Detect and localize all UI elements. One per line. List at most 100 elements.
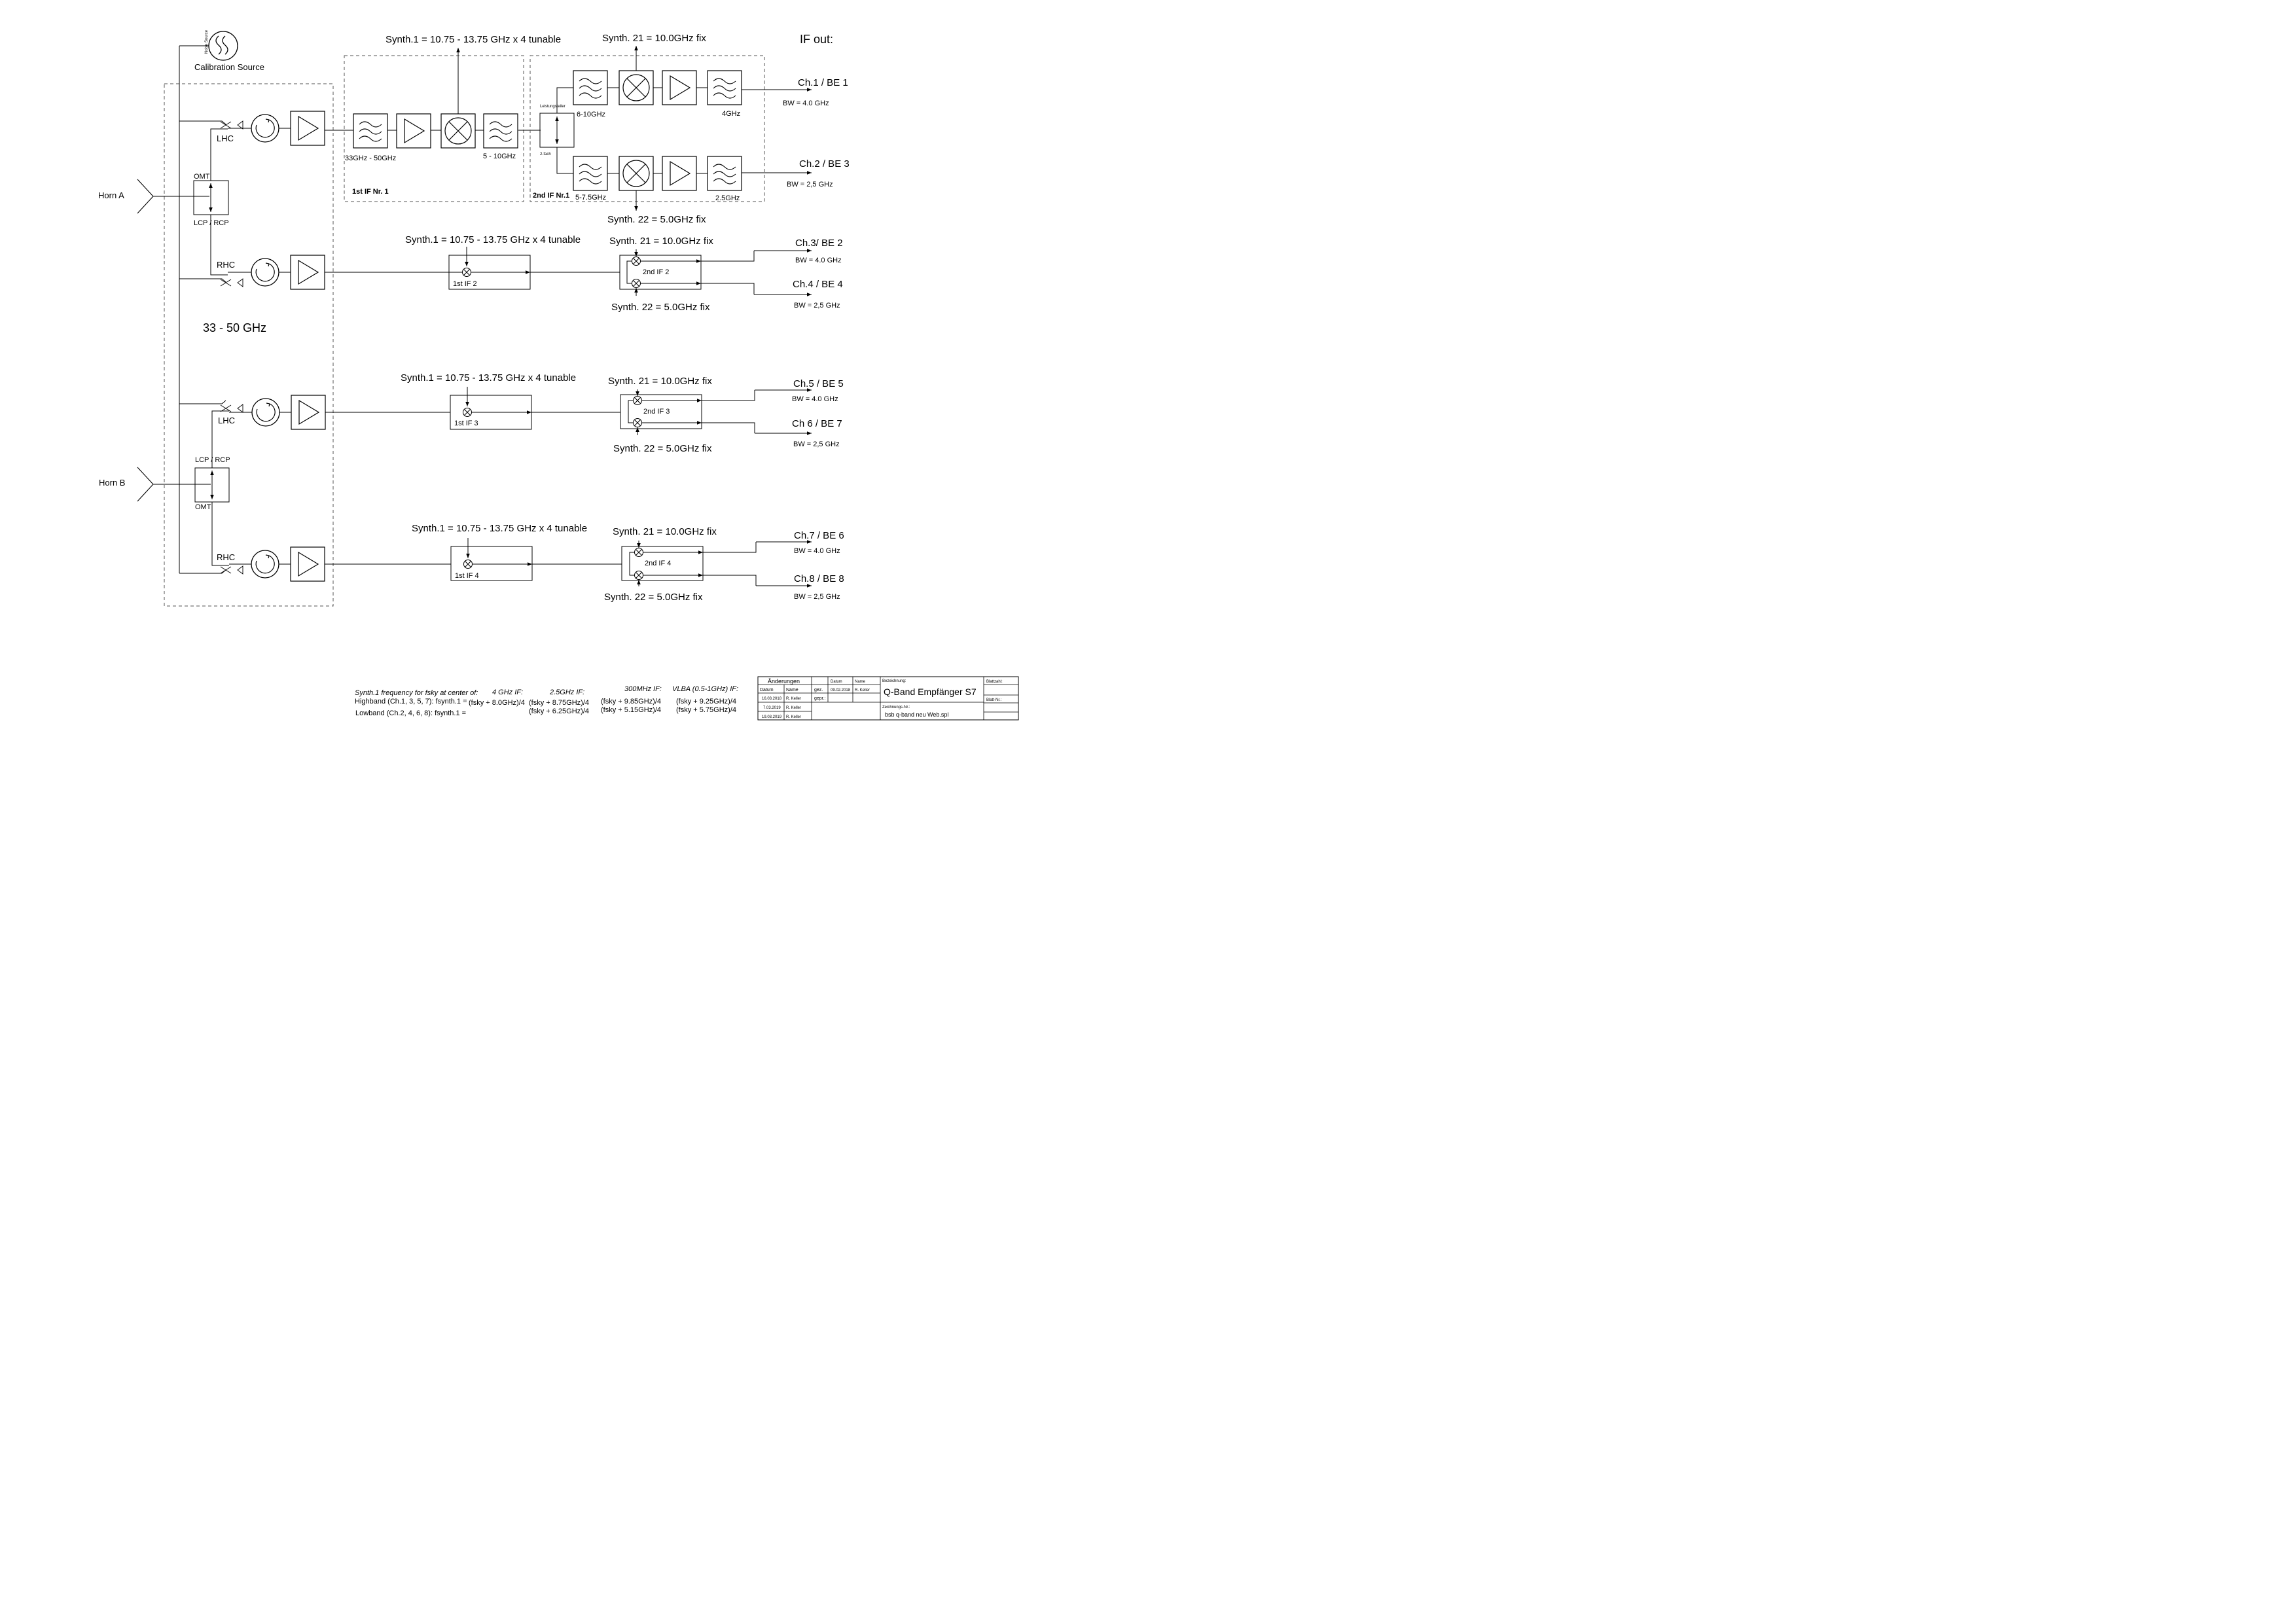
channel-bw: BW = 2,5 GHz <box>793 440 840 448</box>
lcp-rcp-b-label: LCP / RCP <box>195 456 230 464</box>
aenderungen-label: Änderungen <box>768 678 800 685</box>
zweifach-label: 2-fach <box>540 152 551 156</box>
first-if-3-mixer <box>463 408 472 417</box>
datum-header: Datum <box>831 680 842 684</box>
channel-name: Ch.1 / BE 1 <box>798 77 848 88</box>
formula-lowband-label: Lowband (Ch.2, 4, 6, 8): fsynth.1 = <box>355 709 466 717</box>
channel-name: Ch.2 / BE 3 <box>799 158 850 169</box>
channel-bw: BW = 2,5 GHz <box>794 593 840 601</box>
formula-high-vlba: (fsky + 9.25GHz)/4 <box>676 698 736 705</box>
second-mixer-1a <box>619 70 654 105</box>
filter-25 <box>707 156 742 191</box>
horn-b-icon <box>137 467 211 502</box>
synth1-label-2: Synth.1 = 10.75 - 13.75 GHz x 4 tunable <box>405 234 581 245</box>
lna-1 <box>290 111 325 146</box>
datum-col-label: Datum <box>760 688 774 692</box>
revision-date: 7.03.2019 <box>763 706 781 710</box>
formula-col-vlba: VLBA (0.5-1GHz) IF: <box>672 685 738 693</box>
first-if-3-label: 1st IF 3 <box>454 419 478 427</box>
gez-name: R. Keller <box>855 688 870 692</box>
filter-6-10 <box>573 70 608 105</box>
synth1-label-3: Synth.1 = 10.75 - 13.75 GHz x 4 tunable <box>401 372 576 383</box>
rf-filter-label: 33GHz - 50GHz <box>345 154 396 162</box>
filter-25-label: 2.5GHz <box>715 194 740 202</box>
revision-name: R. Keller <box>786 715 801 719</box>
rf-filter <box>353 113 388 149</box>
if1-filter-label: 5 - 10GHz <box>483 152 516 160</box>
lhc-b-label: LHC <box>218 416 235 425</box>
coupler-1 <box>220 120 243 130</box>
formula-col-25ghz: 2.5GHz IF: <box>549 688 584 696</box>
rf-amplifier <box>396 113 431 149</box>
front-end: 33 - 50 GHz Noise Source Calibration Sou… <box>98 29 334 607</box>
horn-a-icon <box>137 179 209 214</box>
first-if-4-mixer <box>463 560 473 569</box>
calibration-source-label: Calibration Source <box>194 62 264 72</box>
synth-formula-notes: Synth.1 frequency for fsky at center of:… <box>355 685 738 717</box>
synth1-label-4: Synth.1 = 10.75 - 13.75 GHz x 4 tunable <box>412 523 587 534</box>
chain-4: Synth.1 = 10.75 - 13.75 GHz x 4 tunable … <box>325 523 812 603</box>
channel-outputs: Ch.1 / BE 1 BW = 4.0 GHz Ch.2 / BE 3 BW … <box>783 77 850 601</box>
channel-name: Ch.5 / BE 5 <box>793 378 844 389</box>
channel-bw: BW = 4.0 GHz <box>794 547 840 555</box>
synth22-label-4: Synth. 22 = 5.0GHz fix <box>604 592 703 603</box>
frontend-dashed-box <box>164 83 334 607</box>
first-mixer-1 <box>440 113 476 149</box>
circulator-3 <box>251 398 280 427</box>
formula-high-4: (fsky + 8.0GHz)/4 <box>469 699 525 707</box>
zeichnungs-nr-label: Zeichnungs-Nr.: <box>882 705 910 709</box>
second-if-4-mixer-b <box>634 571 643 580</box>
if-amplifier-1a <box>662 70 697 105</box>
coupler-4 <box>220 565 243 575</box>
second-if-4-mixer-a <box>634 548 643 557</box>
name-header: Name <box>855 680 866 684</box>
blattzahl-label: Blattzahl: <box>986 680 1003 684</box>
gez-date: 09.02.2018 <box>831 688 851 692</box>
gez-label: gez. <box>814 688 823 692</box>
noise-source-icon: Noise Source <box>205 29 238 61</box>
channel-name: Ch 6 / BE 7 <box>792 418 842 429</box>
formula-low-25: (fsky + 6.25GHz)/4 <box>529 707 589 715</box>
synth21-label-3: Synth. 21 = 10.0GHz fix <box>608 376 712 387</box>
second-if-3-mixer-b <box>633 418 642 427</box>
synth1-label-1: Synth.1 = 10.75 - 13.75 GHz x 4 tunable <box>386 34 561 45</box>
formula-header: Synth.1 frequency for fsky at center of: <box>355 689 478 697</box>
synth22-label-1: Synth. 22 = 5.0GHz fix <box>607 214 706 225</box>
if1-filter <box>483 113 518 149</box>
formula-highband-label: Highband (Ch.1, 3, 5, 7): fsynth.1 = <box>355 698 467 705</box>
synth22-label-3: Synth. 22 = 5.0GHz fix <box>613 443 712 454</box>
synth21-label-1: Synth. 21 = 10.0GHz fix <box>602 33 706 44</box>
coupler-2 <box>220 278 243 287</box>
lna-2 <box>290 255 325 290</box>
filter-4-label: 4GHz <box>722 110 740 118</box>
noise-source-label: Noise Source <box>205 29 209 54</box>
circulator-1 <box>251 114 279 143</box>
channel-bw: BW = 4.0 GHz <box>792 395 838 403</box>
drawing-number: bsb q-band neu Web.spl <box>885 711 948 718</box>
rhc-a-label: RHC <box>217 260 235 270</box>
chain-1: Synth.1 = 10.75 - 13.75 GHz x 4 tunable … <box>325 33 833 225</box>
blatt-nr-label: Blatt-Nr.: <box>986 698 1002 702</box>
first-if-nr1-box <box>344 55 524 202</box>
revision-date: 19.03.2019 <box>762 715 782 719</box>
synth21-label-4: Synth. 21 = 10.0GHz fix <box>613 526 717 537</box>
formula-col-4ghz: 4 GHz IF: <box>492 688 523 696</box>
channel-bw: BW = 4.0 GHz <box>795 257 842 264</box>
calibration-feed-line <box>179 45 209 573</box>
chain-3: Synth.1 = 10.75 - 13.75 GHz x 4 tunable … <box>325 372 812 454</box>
formula-col-300mhz: 300MHz IF: <box>624 685 662 693</box>
second-if-nr1-label: 2nd IF Nr.1 <box>533 192 569 200</box>
channel-bw: BW = 2,5 GHz <box>794 302 840 310</box>
second-mixer-1b <box>619 156 654 191</box>
filter-4 <box>707 70 742 105</box>
channel-name: Ch.3/ BE 2 <box>795 238 843 249</box>
channel-name: Ch.7 / BE 6 <box>794 530 844 541</box>
lcp-rcp-a-label: LCP / RCP <box>194 219 229 227</box>
second-if-nr1-box <box>529 55 765 202</box>
if-amplifier-1b <box>662 156 697 191</box>
if-out-label: IF out: <box>800 33 833 46</box>
first-if-4-box <box>450 546 533 581</box>
lna-3 <box>291 395 326 430</box>
channel-name: Ch.8 / BE 8 <box>794 573 844 584</box>
second-if-3-label: 2nd IF 3 <box>643 408 670 416</box>
